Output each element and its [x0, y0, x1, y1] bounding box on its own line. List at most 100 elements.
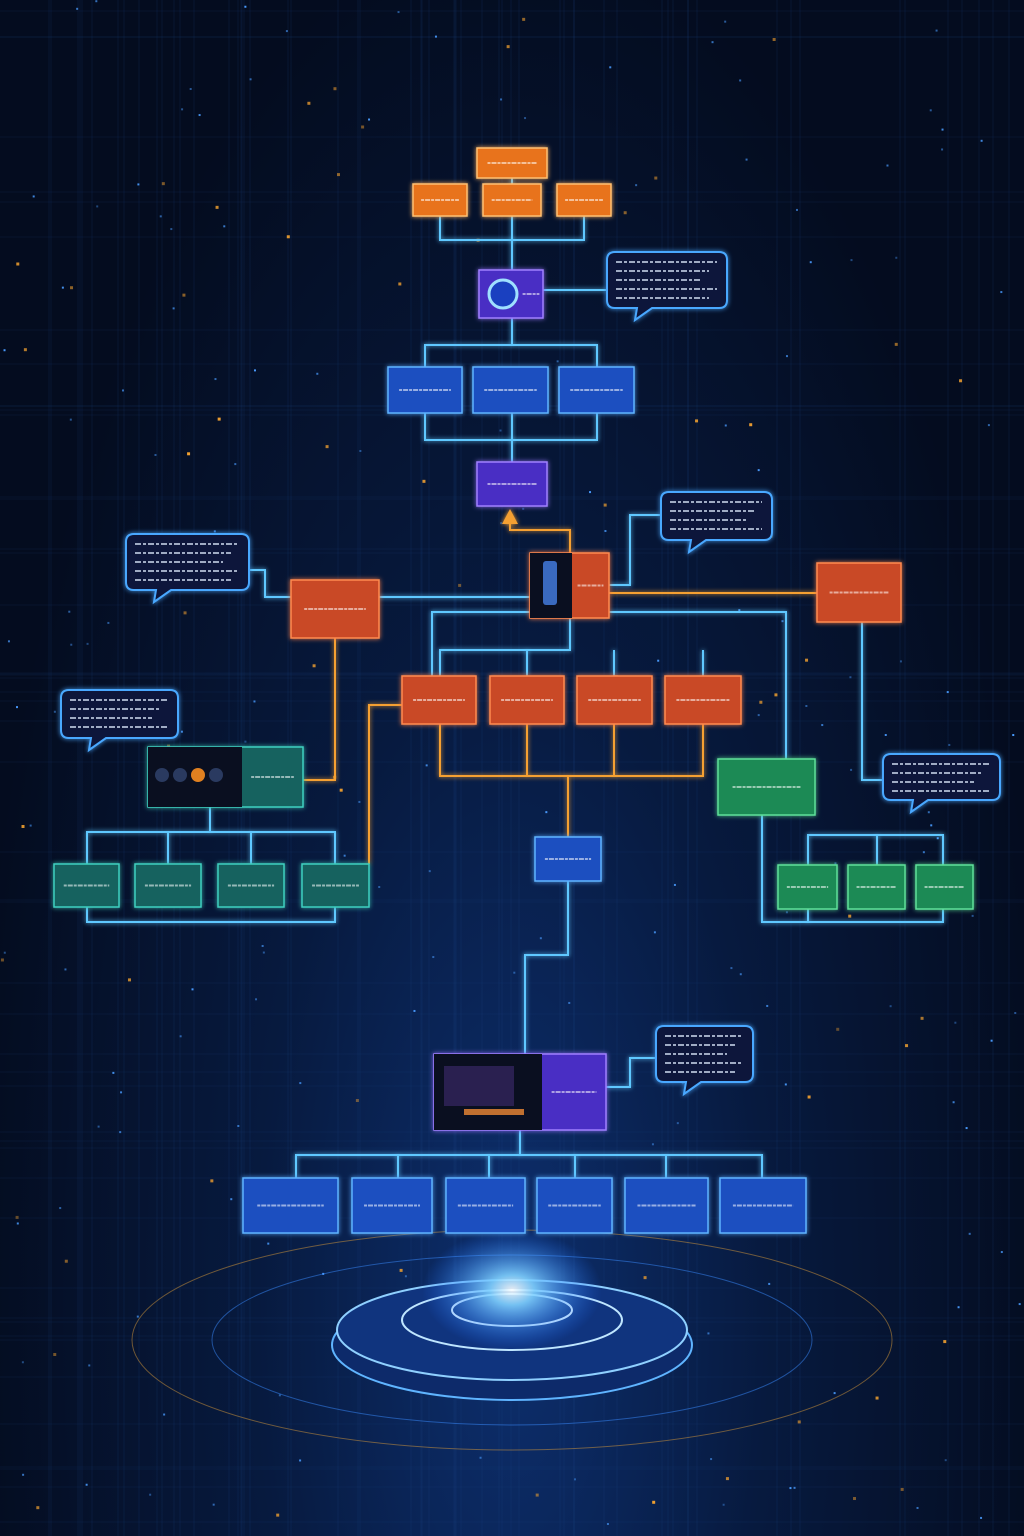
- particle: [695, 419, 699, 423]
- particle: [223, 225, 226, 228]
- particle: [249, 78, 252, 81]
- particle: [535, 1493, 539, 1497]
- particle: [784, 1083, 787, 1086]
- connector-line: [439, 618, 571, 676]
- particle: [500, 98, 503, 101]
- particle: [738, 609, 741, 612]
- particle: [768, 1282, 771, 1285]
- particle: [22, 1473, 25, 1476]
- node-blue-row-bottom[interactable]: [445, 1177, 526, 1234]
- particle: [253, 369, 256, 372]
- particle: [545, 811, 548, 814]
- connector-line: [86, 907, 336, 923]
- robot-icon: [209, 768, 223, 782]
- node-teal-row[interactable]: [217, 863, 285, 908]
- connector-line: [520, 1154, 763, 1178]
- node-blue-row-upper[interactable]: [387, 366, 463, 414]
- particle: [325, 445, 329, 449]
- particle: [941, 148, 944, 151]
- connectors: [86, 178, 944, 1178]
- particle: [574, 1478, 577, 1481]
- particle: [96, 205, 99, 208]
- node-top-orange[interactable]: [412, 183, 468, 217]
- node-blue-row-bottom[interactable]: [242, 1177, 339, 1234]
- particle: [121, 389, 124, 392]
- particle: [946, 691, 949, 694]
- node-orange-row[interactable]: [489, 675, 565, 725]
- node-green-row[interactable]: [915, 864, 974, 910]
- particle: [244, 740, 247, 743]
- node-hub[interactable]: [478, 269, 544, 319]
- node-workstation-node[interactable]: [433, 1053, 607, 1131]
- particle: [635, 184, 638, 187]
- speech-callout: [655, 1025, 754, 1097]
- node-teal-row[interactable]: [301, 863, 370, 908]
- node-orange-row[interactable]: [664, 675, 742, 725]
- node-orange-row[interactable]: [576, 675, 653, 725]
- node-green-row[interactable]: [777, 864, 838, 910]
- node-blue-row-bottom[interactable]: [624, 1177, 709, 1234]
- node-top-orange[interactable]: [476, 147, 548, 179]
- particle: [68, 610, 71, 613]
- particle: [230, 1198, 233, 1201]
- particle: [59, 1207, 62, 1210]
- node-top-orange[interactable]: [556, 183, 612, 217]
- particle: [210, 1179, 214, 1183]
- node-orange-row[interactable]: [401, 675, 477, 725]
- particle: [889, 1005, 892, 1008]
- particle: [1014, 1011, 1017, 1014]
- node-blue-row-upper[interactable]: [558, 366, 635, 414]
- node-top-orange[interactable]: [482, 183, 542, 217]
- particle: [886, 164, 889, 167]
- node-teal-row[interactable]: [53, 863, 120, 908]
- particle: [64, 968, 67, 971]
- particle: [69, 418, 72, 421]
- particle: [609, 66, 612, 69]
- particle: [212, 1503, 215, 1506]
- speech-callout: [660, 491, 773, 555]
- node-blue-row-bottom[interactable]: [719, 1177, 807, 1234]
- particle: [499, 429, 502, 432]
- particle: [506, 45, 510, 49]
- node-teal-image-node[interactable]: [147, 746, 304, 808]
- particle: [85, 1483, 88, 1486]
- particle: [336, 173, 340, 177]
- node-teal-row[interactable]: [134, 863, 202, 908]
- node-purple-node[interactable]: [476, 461, 548, 507]
- particle: [181, 108, 184, 111]
- particle: [980, 1516, 983, 1519]
- particle: [957, 1306, 960, 1309]
- particle: [894, 342, 898, 346]
- connector-line: [431, 611, 530, 676]
- particle: [766, 1004, 769, 1007]
- particle: [895, 256, 898, 259]
- particle: [3, 349, 6, 352]
- particle: [217, 417, 221, 421]
- particle: [32, 195, 35, 198]
- node-blue-row-bottom[interactable]: [351, 1177, 433, 1234]
- node-blue-mid[interactable]: [534, 836, 602, 882]
- node-blue-row-upper[interactable]: [472, 366, 549, 414]
- particle: [189, 88, 192, 91]
- node-blue-row-bottom[interactable]: [536, 1177, 613, 1234]
- particle: [70, 643, 73, 646]
- particle: [920, 1016, 924, 1020]
- particle: [213, 530, 216, 533]
- connector-line: [368, 704, 402, 864]
- node-side-orange[interactable]: [816, 562, 902, 623]
- node-side-orange[interactable]: [290, 579, 380, 639]
- particle: [944, 1459, 947, 1462]
- particle: [255, 998, 258, 1001]
- particle: [943, 1340, 947, 1344]
- node-green-node[interactable]: [717, 758, 816, 816]
- particle: [884, 733, 887, 736]
- particle: [244, 5, 247, 8]
- particle: [163, 1413, 166, 1416]
- connector-line: [606, 1057, 656, 1088]
- connector-line: [524, 881, 569, 1054]
- particle: [959, 379, 963, 383]
- node-central-node[interactable]: [529, 552, 610, 619]
- node-green-row[interactable]: [847, 864, 906, 910]
- particle: [167, 744, 171, 748]
